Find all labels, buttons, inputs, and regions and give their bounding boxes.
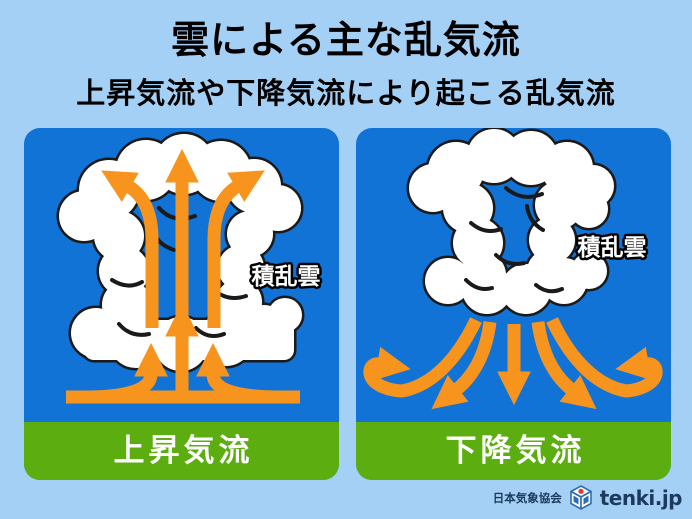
updraft-arrows — [66, 148, 300, 404]
cloud-body — [409, 129, 614, 314]
updraft-caption-band: 上昇気流 — [24, 422, 339, 480]
rising-branch-left-arrow — [89, 342, 168, 404]
rising-branch-right-arrow — [196, 342, 275, 404]
downdraft-panel: 積乱雲 下降気流 — [356, 128, 671, 480]
outflow-curl-right-arrow — [546, 317, 663, 398]
outflow-right-arrow — [207, 170, 265, 328]
footer-credit: 日本気象協会 tenki.jp — [492, 485, 683, 511]
down-right-arrow — [531, 321, 597, 410]
agency-name: 日本気象協会 — [492, 491, 562, 505]
downdraft-caption: 下降気流 — [445, 433, 586, 469]
page-title: 雲による主な乱気流 — [171, 18, 521, 62]
cumulonimbus-downdraft-illustration: 積乱雲 — [363, 128, 663, 410]
cloud-texture-lines — [464, 186, 564, 294]
outflow-curl-left-arrow — [363, 317, 482, 398]
cloud-label: 積乱雲 — [252, 264, 321, 290]
down-left-arrow — [431, 321, 497, 410]
downdraft-arrows — [363, 317, 663, 410]
cumulonimbus-updraft-illustration: 積乱雲 — [24, 128, 323, 404]
downdraft-caption-band: 下降気流 — [356, 422, 671, 480]
brand-name: tenki.jp — [599, 486, 683, 510]
outflow-left-arrow — [101, 170, 159, 328]
updraft-caption: 上昇気流 — [113, 433, 254, 469]
tenki-cube-logo-icon — [569, 485, 592, 510]
updraft-panel: 積乱雲 上昇気流 — [24, 128, 339, 480]
cloud-label: 積乱雲 — [578, 235, 647, 261]
page-subtitle: 上昇気流や下降気流により起こる乱気流 — [76, 76, 616, 110]
